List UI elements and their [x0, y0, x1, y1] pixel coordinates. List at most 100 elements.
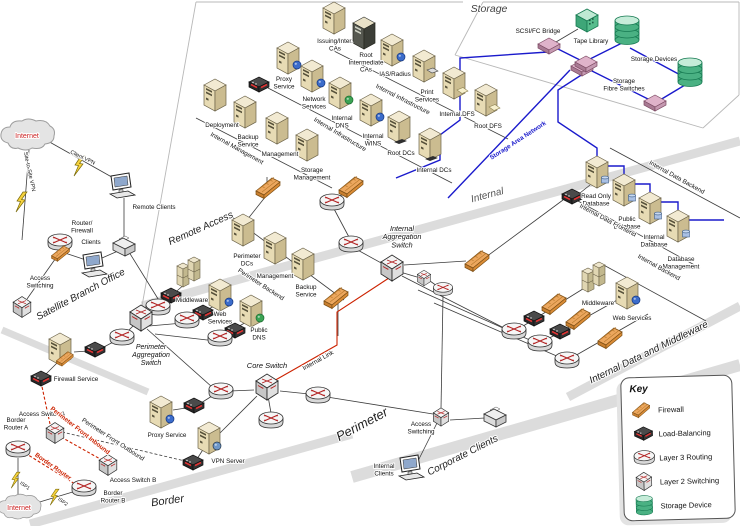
access-switch-b [98, 454, 118, 476]
label: Site-to-Site VPN [22, 152, 36, 192]
legend: Key Firewall Load-Balancing Layer 3 Rout… [620, 374, 736, 522]
router-pas [109, 328, 135, 346]
plane-band [0, 326, 150, 396]
server-print-services [412, 49, 439, 83]
server-internal-dfs [442, 66, 469, 100]
firewall-remote-access [255, 176, 281, 199]
server-read-only-database [585, 155, 609, 189]
edge [271, 275, 393, 383]
firewall-dm1 [541, 292, 567, 315]
plane-edge [454, 1, 484, 56]
tape-library [575, 8, 599, 33]
legend-label: Storage Device [660, 499, 712, 510]
edge [40, 381, 51, 425]
internal-aggregation-switch [380, 254, 404, 282]
legend-label: Firewall [657, 404, 684, 415]
edge [403, 260, 467, 266]
edge [326, 396, 434, 415]
plane-edge [454, 54, 704, 129]
server-issuing-cas [322, 1, 346, 35]
label: Internal DCs [417, 167, 452, 174]
server-database-management [666, 209, 690, 243]
server-middleware-perimeter [176, 256, 201, 288]
label: Internet [7, 505, 31, 512]
storage-devices-2 [677, 57, 703, 87]
edge [246, 195, 267, 221]
router-core-3 [258, 411, 284, 429]
legend-item-layer3-routing: Layer 3 Routing [629, 444, 728, 471]
plane-band [565, 302, 740, 401]
legend-item-firewall: Firewall [628, 396, 727, 423]
edge [579, 184, 591, 194]
label: Clients [81, 239, 100, 246]
edge [577, 200, 701, 269]
router-dm2 [527, 334, 553, 352]
server-management-perimeter [263, 231, 287, 265]
server-storage-management [295, 128, 319, 162]
label: Storage Devices [631, 56, 677, 63]
label: Management [257, 273, 294, 280]
edge [555, 28, 579, 43]
label: Access Switch B [110, 477, 157, 484]
plane-band [140, 136, 740, 311]
router-dm3 [554, 351, 580, 369]
router-p2 [174, 311, 200, 329]
server-perimeter-dcs [231, 213, 255, 247]
remote-clients [109, 172, 136, 199]
edge [172, 407, 187, 411]
access-switch-a [45, 422, 65, 444]
label: Internal DFS [439, 111, 474, 118]
edge [585, 67, 651, 101]
load-balancer-proxy-internal [248, 76, 270, 93]
server-web-services-perimeter [208, 278, 234, 312]
label: Core Switch [247, 361, 287, 370]
edge [447, 69, 571, 199]
firewall-dm2 [565, 307, 591, 330]
server-public-dns [239, 294, 265, 328]
edge [229, 389, 255, 392]
server-proxy-service-internal [276, 41, 302, 75]
legend-item-layer2-switching: Layer 2 Switching [630, 468, 729, 495]
label: Management [262, 151, 299, 158]
access-switching-satellite [12, 296, 32, 318]
edge [629, 47, 687, 79]
label: Internet [15, 133, 39, 140]
server-ias-radius [380, 33, 406, 67]
edge [154, 333, 217, 342]
server-backup-service-perimeter [291, 247, 315, 281]
router-firewall-satellite [48, 234, 72, 261]
storage-devices [614, 15, 640, 45]
edge [146, 328, 213, 388]
edge [395, 51, 549, 179]
edge [61, 431, 186, 462]
router-corp-feed [432, 282, 454, 296]
edge [195, 117, 333, 189]
server-root-dcs [387, 110, 411, 144]
label: Perimeter [333, 404, 390, 444]
label: Internal Link [302, 349, 336, 372]
bolt-isp2 [49, 488, 60, 506]
device-nodes [0, 1, 703, 520]
label: Root DFS [474, 123, 502, 130]
label: Firewall Service [54, 376, 99, 383]
server-proxy-service-perimeter [149, 395, 175, 429]
edge [331, 49, 509, 140]
edge [44, 362, 58, 376]
switch-corp-feed [417, 269, 431, 287]
label: Internal Data Backend [648, 160, 706, 197]
storage-fibre-switches [571, 56, 597, 76]
label: Access Switch A [19, 411, 66, 418]
label: Deployment [205, 122, 239, 129]
